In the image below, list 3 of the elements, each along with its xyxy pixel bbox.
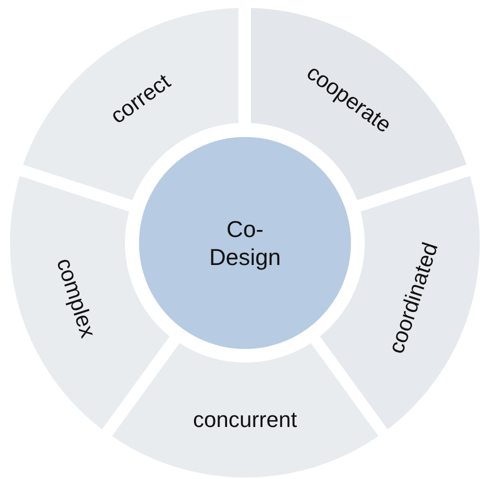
segment-label: complex <box>51 254 102 341</box>
center-label: Co- Design <box>208 215 282 271</box>
segment-label: concurrent <box>192 407 297 434</box>
